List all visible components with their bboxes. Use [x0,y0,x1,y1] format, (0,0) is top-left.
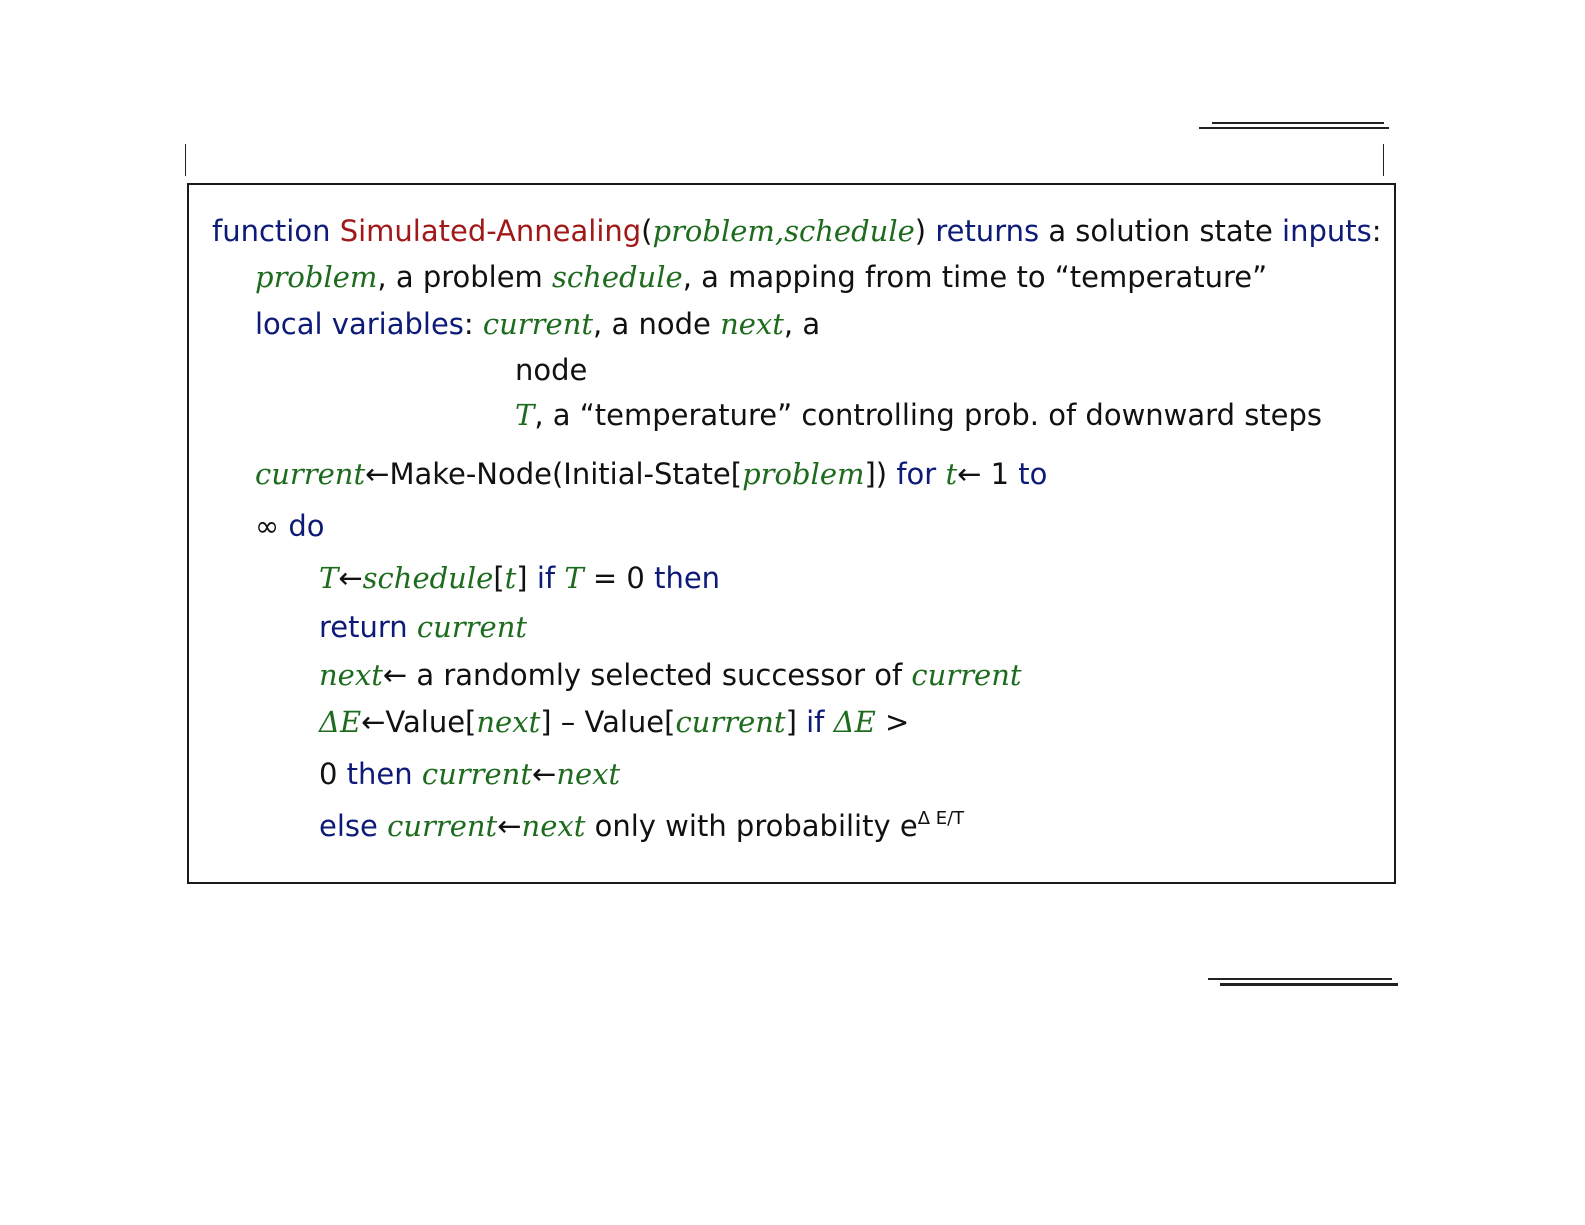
var-temperature: T [319,561,339,595]
var-current: current [387,809,498,843]
probability-description: only with probability e [594,809,918,843]
keyword-if: if [536,561,556,595]
var-temperature: T [564,561,584,595]
pseudocode-line-10: next← a randomly selected successor of c… [319,658,1022,692]
pseudocode-box: function Simulated-Annealing(problem,sch… [187,183,1396,884]
value-call-open: ←Value[ [361,705,477,739]
keyword-inputs: inputs [1282,214,1372,248]
var-current: current [416,610,528,644]
value-call-close: ] [785,705,797,739]
paren-close: ) [914,214,927,248]
keyword-else: else [319,809,378,843]
pseudocode-line-6: current←Make-Node(Initial-State[problem]… [255,457,1047,491]
pseudocode-line-7: ∞ do [255,509,325,543]
param-schedule: schedule [784,214,915,248]
var-t: t [945,457,958,491]
var-next: next [720,307,784,341]
local-colon: : [463,307,474,341]
returns-description: a solution state [1048,214,1273,248]
var-delta-e: ΔE [833,705,876,739]
zero-value: 0 [319,757,338,791]
keyword-return: return [319,610,408,644]
make-node-call: ←Make-Node(Initial-State[ [365,457,743,491]
temperature-description: , a “temperature” controlling prob. of d… [534,398,1323,432]
var-t: t [504,561,517,595]
assign-arrow: ← [497,809,522,843]
var-next: next [521,809,586,843]
infinity-symbol: ∞ [255,509,280,543]
var-schedule: schedule [362,561,494,595]
bottom-right-rule-upper [1208,978,1392,980]
bottom-right-rule-lower [1220,983,1398,986]
loop-start: ← 1 [957,457,1010,491]
var-next: next [319,658,383,692]
keyword-do: do [288,509,325,543]
pseudocode-line-9: return current [319,610,527,644]
pseudocode-line-4: node [515,353,587,387]
inputs-colon: : [1371,214,1382,248]
var-current: current [421,757,533,791]
pseudocode-line-13: else current←next only with probability … [319,809,964,843]
paren-open: ( [641,214,653,248]
left-vertical-tick [185,144,186,176]
keyword-then: then [346,757,413,791]
problem-description: , a problem [377,260,543,294]
successor-description: ← a randomly selected successor of [382,658,903,692]
var-problem: problem [255,260,378,294]
exponent: Δ E/T [917,808,965,829]
var-temperature: T [515,398,535,432]
schedule-description: , a mapping from time to “temperature” [682,260,1268,294]
keyword-for: for [896,457,937,491]
greater-than: > [884,705,910,739]
keyword-returns: returns [935,214,1040,248]
top-right-rule-upper [1212,122,1384,124]
keyword-function: function [212,214,331,248]
node-text: node [515,353,588,387]
pseudocode-line-1: function Simulated-Annealing(problem,sch… [212,214,1382,248]
assign-arrow: ← [532,757,557,791]
current-description: , a node [593,307,711,341]
keyword-then: then [654,561,721,595]
pseudocode-line-2: problem, a problem schedule, a mapping f… [255,260,1267,294]
var-current: current [255,457,366,491]
make-node-close: ]) [864,457,888,491]
keyword-if: if [806,705,825,739]
assign-arrow: ← [338,561,363,595]
value-difference: ] – Value[ [540,705,676,739]
bracket-close: ] [516,561,528,595]
var-schedule: schedule [552,260,683,294]
var-current: current [482,307,594,341]
keyword-to: to [1018,457,1048,491]
var-next: next [556,757,621,791]
bracket-open: [ [493,561,505,595]
right-vertical-tick [1383,144,1384,176]
pseudocode-line-8: T←schedule[t] if T = 0 then [319,561,720,595]
pseudocode-line-5: T, a “temperature” controlling prob. of … [515,398,1322,432]
var-current: current [675,705,786,739]
top-right-rule-lower [1199,127,1389,129]
function-name: Simulated-Annealing [339,214,642,248]
pseudocode-line-11: ΔE←Value[next] – Value[current] if ΔE > [319,705,909,739]
var-delta-e: ΔE [319,705,362,739]
equals-zero: = 0 [592,561,645,595]
keyword-local-variables: local variables [255,307,464,341]
var-problem: problem [742,457,865,491]
var-current: current [911,658,1022,692]
pseudocode-line-3: local variables: current, a node next, a [255,307,820,341]
var-next: next [476,705,541,739]
next-description: , a [783,307,821,341]
pseudocode-line-12: 0 then current←next [319,757,620,791]
param-problem: problem, [652,214,785,248]
